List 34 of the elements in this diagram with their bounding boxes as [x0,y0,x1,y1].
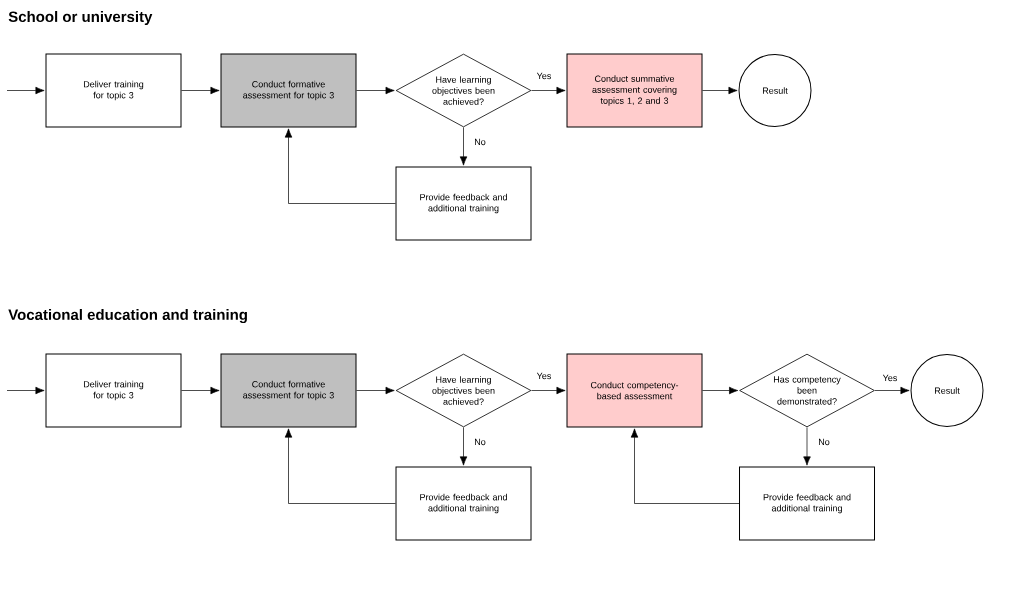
arrow [181,86,220,95]
edge-label: No [817,437,831,447]
arrow [459,127,468,166]
process-box: Conduct competency-based assessment [566,353,703,428]
process-box: Provide feedback and additional training [395,166,532,241]
arrow [630,428,740,504]
process-box: Deliver training for topic 3 [45,53,182,128]
arrow [181,386,220,395]
process-box: Conduct summative assessment covering topics 1, 2 and 3 [566,53,703,128]
edge-label: Yes [535,371,553,381]
arrow [284,428,396,504]
arrow [284,128,396,204]
edge-label: No [473,137,487,147]
process-box: Deliver training for topic 3 [45,353,182,428]
arrow [531,86,566,95]
process-box: Conduct formative assessment for topic 3 [220,53,357,128]
edge-label: Yes [535,71,553,81]
arrow [6,386,45,395]
process-box: Conduct formative assessment for topic 3 [220,353,357,428]
arrow [874,386,910,395]
arrow [356,386,395,395]
arrow [702,86,738,95]
arrow [531,386,566,395]
section-heading: School or university [8,11,153,25]
process-box: Provide feedback and additional training [739,466,875,541]
section-heading: Vocational education and training [8,309,247,324]
edge-label: No [473,437,487,447]
arrow [356,86,395,95]
arrow [803,427,811,466]
arrow [6,86,45,95]
process-box: Provide feedback and additional training [395,466,532,541]
edge-label: Yes [881,373,899,383]
arrow [702,386,739,395]
arrow [459,427,468,466]
